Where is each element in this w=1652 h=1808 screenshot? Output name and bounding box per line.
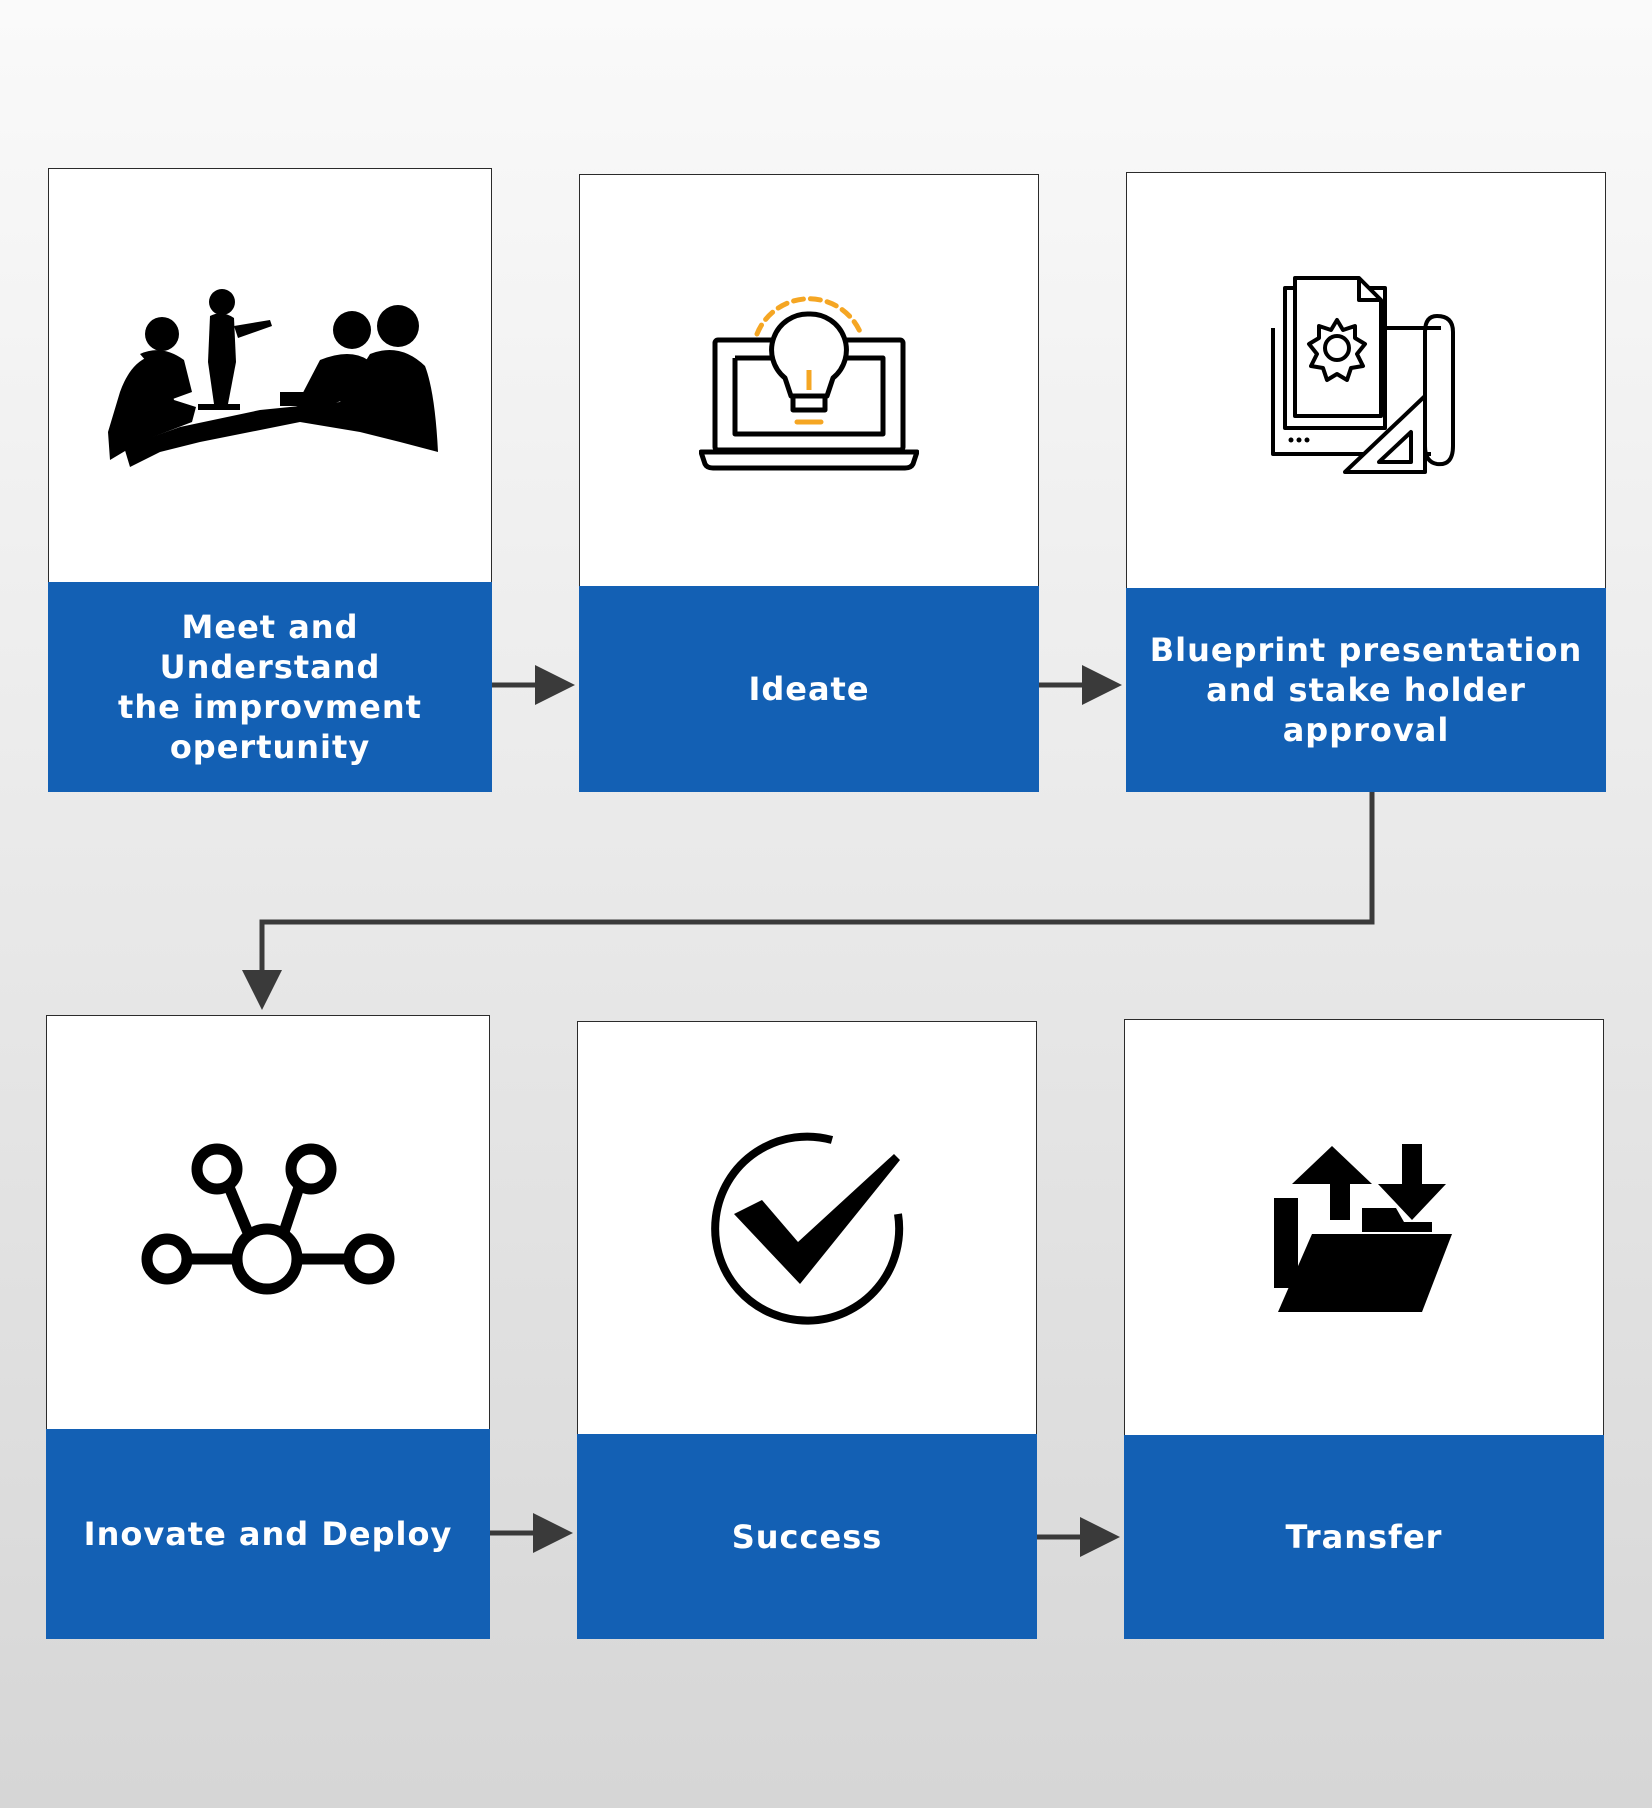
check-circle-icon xyxy=(711,1132,904,1325)
step-label-area: Success xyxy=(577,1434,1037,1639)
step-card-meet-understand: Meet and Understand the improvment opert… xyxy=(48,168,492,792)
step-card-success: Success xyxy=(577,1021,1037,1639)
step-image-area xyxy=(1125,1020,1603,1436)
step-image-area xyxy=(1127,173,1605,589)
step-label-area: Inovate and Deploy xyxy=(46,1429,490,1639)
network-nodes-icon xyxy=(141,1143,395,1294)
step-label-area: Blueprint presentation and stake holder … xyxy=(1126,588,1606,792)
step-label: Success xyxy=(731,1517,883,1556)
step-card-blueprint: Blueprint presentation and stake holder … xyxy=(1126,172,1606,792)
step-label-area: Meet and Understand the improvment opert… xyxy=(48,582,492,792)
business-meeting-silhouette-icon xyxy=(108,288,438,467)
folder-transfer-icon xyxy=(1274,1144,1452,1312)
laptop-lightbulb-icon xyxy=(699,296,919,471)
step-label: Inovate and Deploy xyxy=(83,1515,453,1553)
step-image-area xyxy=(580,175,1038,587)
step-card-transfer: Transfer xyxy=(1124,1019,1604,1639)
step-card-ideate: Ideate xyxy=(579,174,1039,792)
step-card-inovate-deploy: Inovate and Deploy xyxy=(46,1015,490,1639)
blueprint-document-icon xyxy=(1271,276,1455,474)
step-label: Meet and Understand the improvment opert… xyxy=(118,608,422,766)
step-label-area: Ideate xyxy=(579,586,1039,792)
step-label-area: Transfer xyxy=(1124,1435,1604,1639)
step-image-area xyxy=(47,1016,489,1431)
step-label: Ideate xyxy=(748,670,870,708)
step-image-area xyxy=(578,1022,1036,1435)
step-label: Transfer xyxy=(1285,1518,1443,1556)
arrow-step3-to-step4 xyxy=(242,792,1375,1010)
step-image-area xyxy=(49,169,491,584)
step-label: Blueprint presentation and stake holder … xyxy=(1149,631,1583,749)
